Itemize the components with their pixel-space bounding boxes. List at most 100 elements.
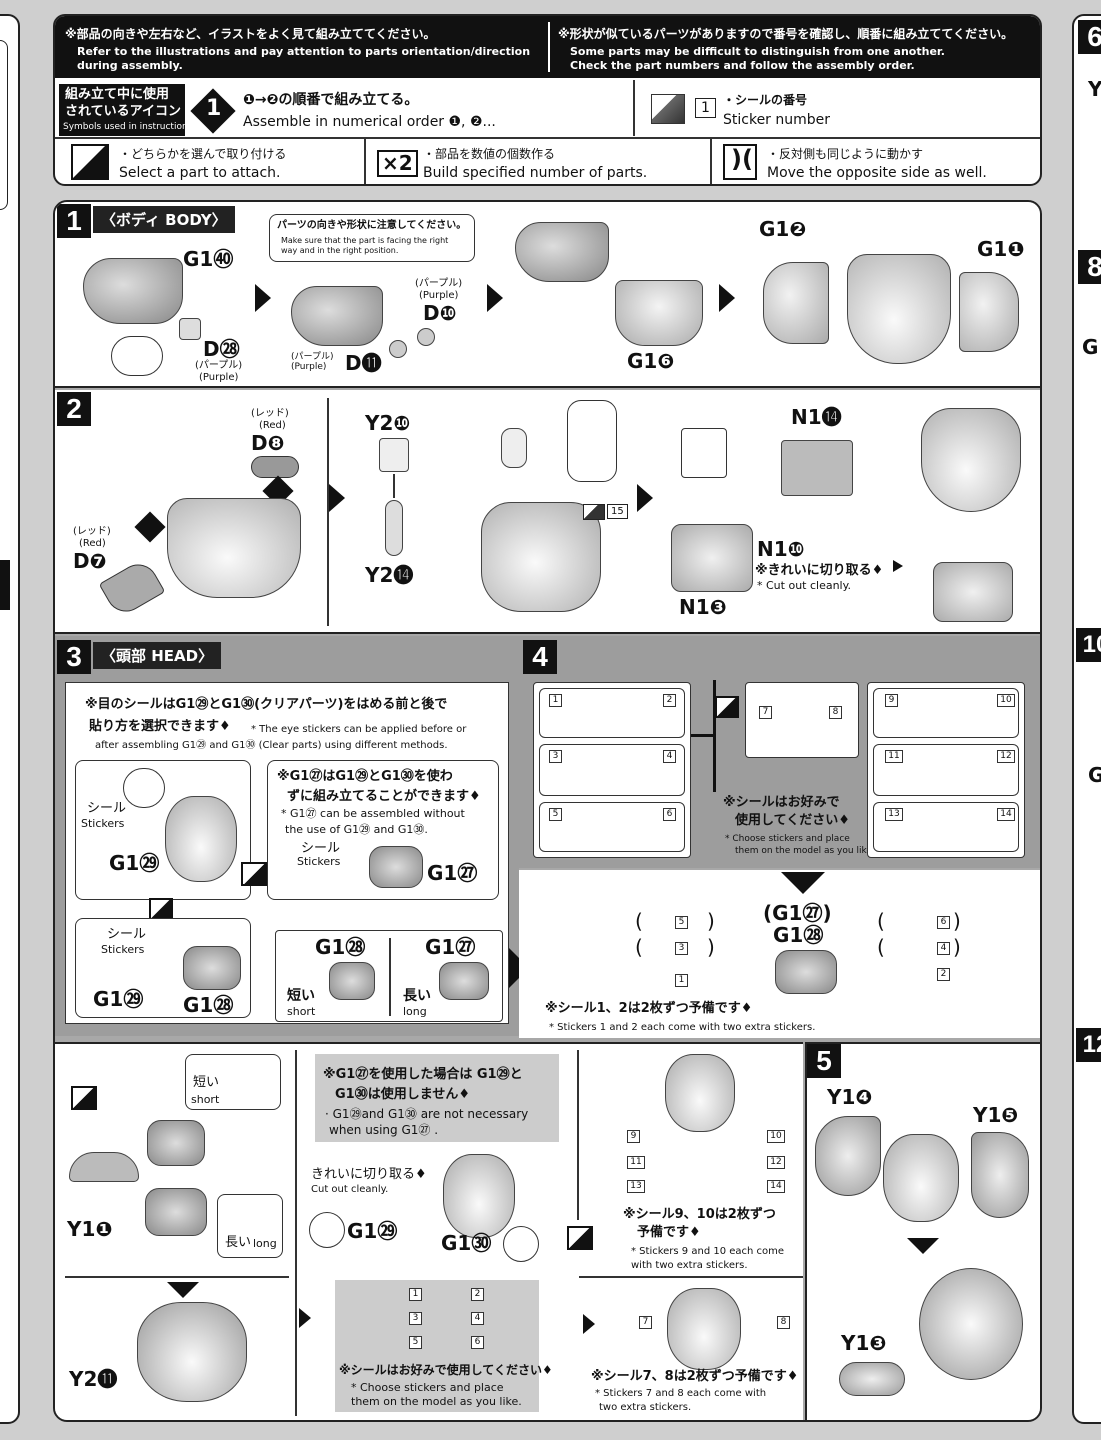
step3b-eye-bubble-right	[503, 1226, 539, 1262]
step4-sticker-12: 12	[997, 750, 1015, 763]
step3-select-icon	[241, 862, 269, 886]
legend-title-jp2: されているアイコン	[65, 104, 181, 119]
step1-note-en2: way and in the right position.	[281, 246, 399, 255]
step1-arrow-1	[255, 284, 271, 312]
step5-hair-right	[971, 1132, 1029, 1218]
step1-label-d28: D㉘	[203, 337, 240, 361]
step4-number: 4	[523, 640, 557, 674]
step3-stickers-en: Stickers	[81, 817, 125, 830]
step2-label-n13: N1❸	[679, 595, 727, 619]
right-label-y: Y	[1088, 77, 1101, 101]
right-label-g2: G	[1088, 763, 1101, 787]
step2-arrow-2	[637, 484, 653, 512]
step1-torso-part-2	[291, 286, 383, 346]
step2-bow-d8	[251, 456, 299, 478]
step3b-short-bubble	[185, 1054, 281, 1110]
step3-head-g127	[369, 846, 423, 888]
step3-g128-stickers-en: Stickers	[101, 943, 145, 956]
select-icon	[71, 144, 109, 180]
step1-joint-d10	[417, 328, 435, 346]
step2-d7-color-en: (Red)	[79, 538, 106, 549]
step3b-note-en2: when using G1㉗ .	[329, 1123, 439, 1137]
opposite-icon-glyph: )(	[731, 145, 753, 173]
step3b-extra7-en2: two extra stickers.	[599, 1402, 692, 1413]
step1-label-d11: D⓫	[345, 351, 382, 375]
step2-arrow-1	[329, 484, 345, 512]
legend-select-jp: ・どちらかを選んで取り付ける	[119, 147, 287, 161]
step2-label-y210: Y2❿	[365, 411, 411, 435]
step3b-sticker-9: 9	[627, 1130, 640, 1143]
step3b-sticker-3: 3	[409, 1312, 422, 1325]
step3-note-jp1: ※目のシールはG1㉙とG1㉚(クリアパーツ)をはめる前と後で	[85, 697, 448, 712]
step4-parts-1: (G1㉗)	[763, 901, 832, 925]
step1-note-en1: Make sure that the part is facing the ri…	[281, 236, 449, 245]
step3-head-long	[439, 962, 489, 1000]
legend-divider-1	[633, 80, 635, 136]
step4-place-right-2: 2	[937, 968, 950, 981]
step1-back-right	[959, 272, 1019, 352]
step1-torso-part-3	[515, 222, 609, 282]
step2-number: 2	[57, 392, 91, 426]
step3-alt-jp2: ずに組み立てることができます♦	[287, 789, 481, 804]
steps-panel: 1 〈ボディ BODY〉 G1㊵ D㉘ (パープル) (Purple) パーツの…	[53, 200, 1042, 1422]
step3-alt-en1: * G1㉗ can be assembled without	[281, 807, 465, 820]
step3b-row-divider	[65, 1276, 289, 1278]
step4-select-icon	[715, 696, 739, 718]
step3b-note-jp2: G1㉚は使用しません♦	[335, 1087, 470, 1102]
step3b-arrow-down	[167, 1282, 199, 1298]
header-divider	[548, 22, 550, 72]
step1-d10-color-en: (Purple)	[419, 290, 459, 301]
step3b-sticker-2: 2	[471, 1288, 484, 1301]
legend-select-en: Select a part to attach.	[119, 165, 281, 181]
left-fragment-black	[0, 560, 10, 610]
step4-place-left-5: 5	[675, 916, 688, 929]
header-left-jp: ※部品の向きや左右など、イラストをよく見て組み立ててください。	[65, 27, 436, 41]
left-page-fragment	[0, 14, 20, 1424]
step4-right-paren-2: (	[877, 935, 885, 959]
legend-row-divider	[55, 137, 1040, 139]
step3b-note-box	[315, 1054, 559, 1142]
step3b-label-y211: Y2⓫	[69, 1367, 118, 1391]
step3b-arrow-2	[583, 1314, 595, 1334]
step3-short-en: short	[287, 1005, 316, 1018]
step1-d28-color-jp: (パープル)	[195, 360, 243, 371]
step3b-select-icon	[71, 1086, 97, 1110]
step3-alt-jp1: ※G1㉗はG1㉙とG1㉚を使わ	[277, 769, 453, 784]
step4-sticker-4: 4	[663, 750, 676, 763]
step1-chest-g16	[615, 280, 703, 346]
legend-opposite-jp: ・反対側も同じように動かす	[767, 147, 924, 161]
step4-place-left-3: 3	[675, 942, 688, 955]
step3-alt-en2: the use of G1㉙ and G1㉚.	[285, 823, 428, 836]
step2-sticker-15-icon	[583, 504, 605, 520]
step3b-extra9-jp1: ※シール9、10は2枚ずつ	[623, 1207, 776, 1222]
step3b-head-short	[147, 1120, 205, 1166]
header-right-en2: Check the part numbers and follow the as…	[570, 59, 915, 72]
step3-g128-stickers-jp: シール	[107, 927, 147, 942]
step3b-pref-en2: them on the model as you like.	[351, 1395, 522, 1408]
right-label-g: G	[1082, 335, 1099, 359]
step3-long-en: long	[403, 1005, 427, 1018]
step4-place-right-6: 6	[937, 916, 950, 929]
step3b-extra7-jp: ※シール7、8は2枚ずつ予備です♦	[591, 1369, 799, 1384]
step2-divider	[327, 398, 329, 626]
step3b-label-g129: G1㉙	[347, 1219, 398, 1243]
step4-extra-jp: ※シール1、2は2枚ずつ予備です♦	[545, 1001, 753, 1016]
step4-sticker-6: 6	[663, 808, 676, 821]
step2-neck-assembly	[501, 428, 527, 468]
step2-arrow-line	[393, 474, 395, 498]
step3b-extra9-en1: * Stickers 9 and 10 each come	[631, 1246, 785, 1257]
step3b-head-face-2	[665, 1054, 735, 1132]
step1-label-g11: G1❶	[977, 237, 1025, 261]
step3-select-icon-2	[149, 898, 173, 920]
step4-place-right-4: 4	[937, 942, 950, 955]
order-icon-digit: 1	[206, 96, 222, 121]
step3b-pref-jp: ※シールはお好みで使用してください♦	[339, 1363, 553, 1377]
step3-title: 〈頭部 HEAD〉	[93, 642, 222, 669]
step4-pref-en1: * Choose stickers and place	[725, 834, 850, 844]
step1-label-g16: G1❻	[627, 349, 675, 373]
step1-torso-part	[83, 258, 183, 324]
legend-divider-2	[364, 138, 366, 184]
step5-hair-y13	[839, 1362, 905, 1396]
step3b-select-icon-2	[567, 1226, 593, 1250]
step3-eye-bubble	[123, 768, 165, 808]
